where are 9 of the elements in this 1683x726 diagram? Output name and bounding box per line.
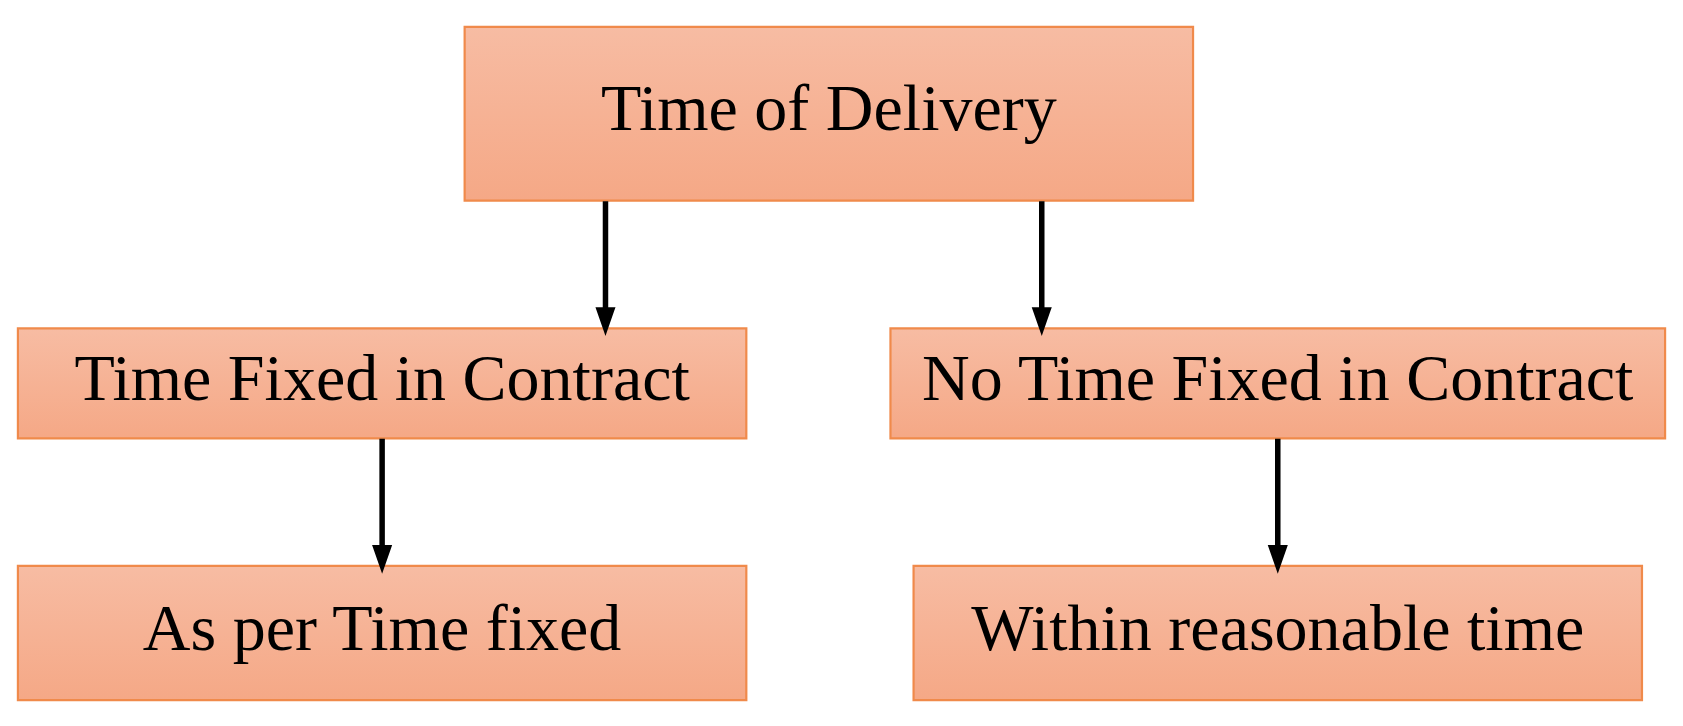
node-box: As per Time fixed	[16, 564, 748, 701]
node-box: No Time Fixed in Contract	[889, 326, 1667, 439]
arrow	[372, 438, 393, 574]
node-box: Within reasonable time	[912, 564, 1644, 701]
arrow	[595, 200, 616, 336]
node-box: Time Fixed in Contract	[16, 326, 748, 439]
arrow	[1267, 438, 1288, 574]
arrow	[1031, 200, 1052, 336]
node-box: Time of Delivery	[463, 25, 1195, 202]
